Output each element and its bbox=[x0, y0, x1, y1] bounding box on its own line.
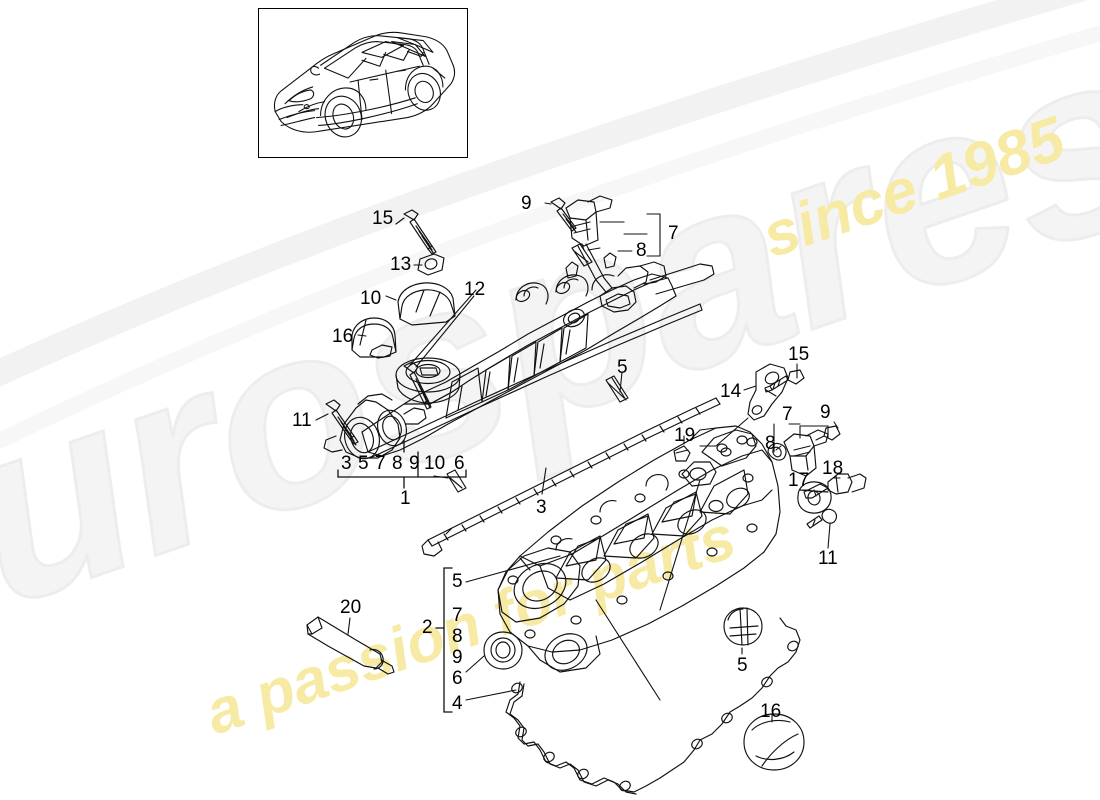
callout-15-upper: 15 bbox=[372, 208, 394, 229]
part-19-plug bbox=[673, 445, 691, 462]
part-16-plug-lower bbox=[743, 713, 805, 771]
callout-18: 18 bbox=[822, 458, 844, 479]
group2-item-5: 5 bbox=[452, 571, 463, 592]
callout-12: 12 bbox=[464, 279, 486, 300]
group-brackets bbox=[337, 439, 467, 713]
part-group-7-sensor-right bbox=[767, 425, 841, 477]
part-15-bolt-right bbox=[764, 369, 805, 393]
callout-9-right: 9 bbox=[820, 402, 831, 423]
upper-rail bbox=[367, 303, 703, 459]
timing-chain-rail-3 bbox=[421, 397, 721, 557]
part-4-gasket bbox=[505, 617, 801, 795]
group2-bracket-number: 2 bbox=[422, 617, 433, 638]
callout-11-right: 11 bbox=[818, 548, 838, 569]
callout-16-lower: 16 bbox=[760, 701, 782, 722]
group2-item-4: 4 bbox=[452, 693, 463, 714]
leader-lines bbox=[315, 202, 841, 723]
callout-20: 20 bbox=[340, 597, 362, 618]
part-18-sensor bbox=[803, 473, 867, 499]
group1-item-8: 8 bbox=[392, 453, 403, 474]
part-5-clamp bbox=[723, 607, 763, 646]
callout-13: 13 bbox=[390, 254, 412, 275]
group1-item-7: 7 bbox=[375, 453, 386, 474]
part-15-bolt-upper bbox=[403, 209, 437, 255]
group1-item-9: 9 bbox=[409, 453, 420, 474]
callout-8-right: 8 bbox=[765, 433, 776, 454]
group1-item-5: 5 bbox=[358, 453, 369, 474]
group2-item-6: 6 bbox=[452, 668, 463, 689]
callout-19: 19 bbox=[674, 425, 696, 446]
part-12-bolt-center bbox=[403, 361, 432, 410]
part-6-seal-lower bbox=[483, 631, 523, 670]
part-16-plug-upper bbox=[351, 317, 397, 359]
part-13-seal bbox=[417, 253, 445, 276]
part-14-bracket bbox=[747, 363, 789, 421]
part-10-cover bbox=[397, 282, 456, 326]
callout-15-right: 15 bbox=[788, 344, 810, 365]
part-5-sleeve-upper bbox=[605, 375, 629, 403]
part-6-dowel-pin bbox=[446, 469, 467, 493]
callout-8-upper: 8 bbox=[636, 240, 647, 261]
callout-10: 10 bbox=[360, 288, 382, 309]
callout-11-left: 11 bbox=[292, 410, 312, 431]
vehicle-thumbnail bbox=[258, 8, 468, 158]
callout-7-upper: 7 bbox=[668, 223, 679, 244]
callout-3: 3 bbox=[536, 497, 547, 518]
group2-item-9: 9 bbox=[452, 647, 463, 668]
part-11-bolt-right bbox=[806, 508, 838, 529]
callout-7-right: 7 bbox=[782, 404, 793, 425]
cayenne-line-drawing bbox=[273, 31, 456, 138]
part-group-7-sensor-upper bbox=[550, 195, 613, 293]
part-20-sealant-tube bbox=[306, 616, 395, 675]
group1-item-3: 3 bbox=[341, 453, 352, 474]
callout-9-upper: 9 bbox=[521, 193, 532, 214]
callout-14: 14 bbox=[720, 381, 742, 402]
group1-item-6: 6 bbox=[454, 453, 465, 474]
valve-cover-body bbox=[497, 425, 781, 673]
camshaft-housing bbox=[323, 252, 715, 460]
group1-item-10: 10 bbox=[424, 453, 446, 474]
callout-17: 17 bbox=[788, 470, 810, 491]
callout-5-upper: 5 bbox=[617, 357, 628, 378]
group2-item-7: 7 bbox=[452, 605, 463, 626]
callout-5-lower: 5 bbox=[737, 655, 748, 676]
group2-item-8: 8 bbox=[452, 626, 463, 647]
part-11-bolt-left bbox=[325, 399, 359, 446]
callout-16-upper: 16 bbox=[332, 326, 354, 347]
group1-bracket-number: 1 bbox=[400, 488, 411, 509]
